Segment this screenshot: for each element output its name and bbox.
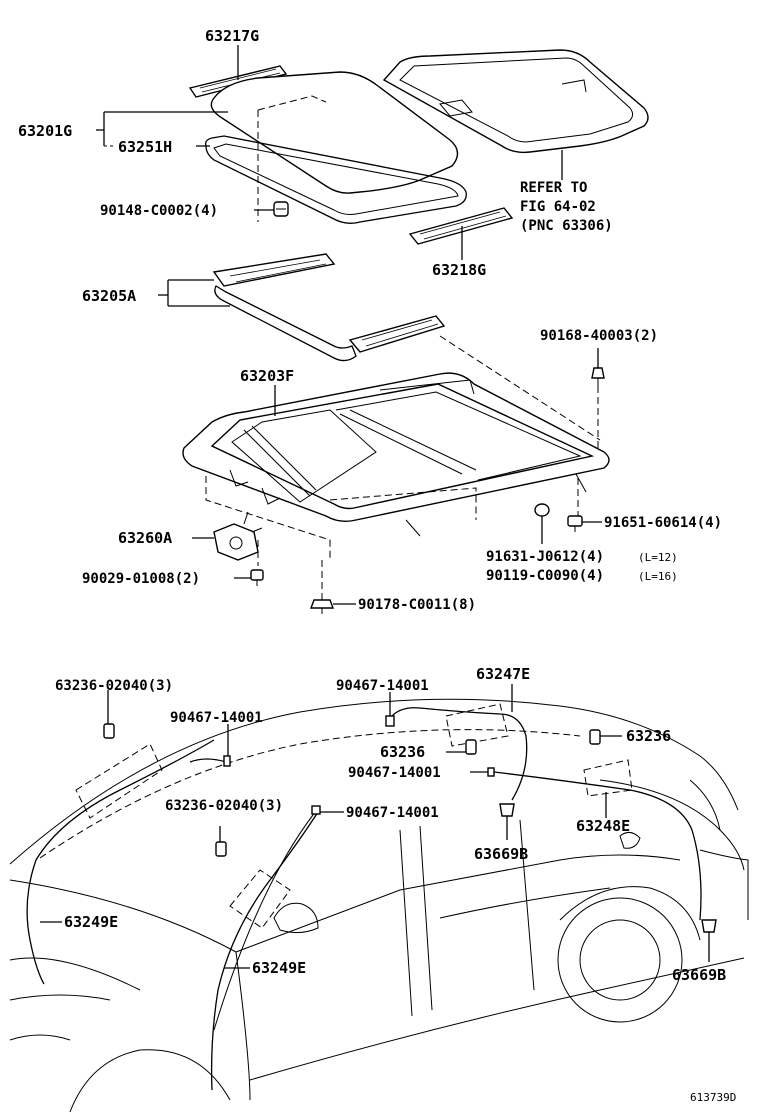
label-63205a: 63205A bbox=[82, 287, 136, 305]
label-90119: 90119-C0090(4) bbox=[486, 568, 604, 584]
dash-frame-right bbox=[329, 487, 477, 520]
part-63236-clip-front-right bbox=[215, 841, 227, 857]
label-90148: 90148-C0002(4) bbox=[100, 203, 218, 219]
part-63236-clip-mid bbox=[465, 739, 477, 755]
part-90168-clip bbox=[591, 367, 605, 386]
part-91631-bolt bbox=[534, 503, 550, 517]
label-90168: 90168-40003(2) bbox=[540, 328, 658, 344]
part-90467-clamp-left bbox=[189, 755, 231, 767]
label-63201g: 63201G bbox=[18, 122, 72, 140]
part-90178-nut bbox=[309, 599, 335, 614]
label-63260a: 63260A bbox=[118, 529, 172, 547]
label-refer-to: REFER TO bbox=[520, 180, 587, 196]
part-63260a-motor bbox=[213, 511, 263, 561]
label-90467-d: 90467-14001 bbox=[346, 805, 439, 821]
part-63218g-strip bbox=[408, 207, 514, 245]
dash-frame-bottom bbox=[205, 476, 331, 560]
label-91631: 91631-J0612(4) bbox=[486, 549, 604, 565]
leader-63201g-63251h bbox=[96, 111, 228, 147]
label-63669b-a: 63669B bbox=[474, 845, 528, 863]
dash-frame-guide bbox=[439, 335, 601, 441]
part-63205a-drip-channel bbox=[212, 253, 446, 362]
label-63669b-b: 63669B bbox=[672, 966, 726, 984]
label-63217g: 63217G bbox=[205, 27, 259, 45]
part-91651-bolt bbox=[567, 515, 583, 532]
part-90467-clamp-top bbox=[385, 715, 395, 727]
note-90119-length: (L=16) bbox=[638, 570, 678, 583]
label-90467-c: 90467-14001 bbox=[348, 765, 441, 781]
part-90467-clamp-mid bbox=[487, 767, 495, 777]
label-63203f: 63203F bbox=[240, 367, 294, 385]
note-91631-length: (L=12) bbox=[638, 551, 678, 564]
car-body-outline bbox=[9, 698, 749, 1112]
leader-63205a bbox=[158, 279, 230, 307]
part-63669b-grommet-rear bbox=[701, 919, 717, 933]
label-63248e: 63248E bbox=[576, 817, 630, 835]
label-63251h: 63251H bbox=[118, 138, 172, 156]
label-91651: 91651-60614(4) bbox=[604, 515, 722, 531]
label-63236-b: 63236 bbox=[626, 727, 671, 745]
label-90467-b: 90467-14001 bbox=[170, 710, 263, 726]
part-63249e-front-hose-right bbox=[210, 811, 319, 1091]
part-63251h-weatherstrip bbox=[204, 135, 467, 224]
part-63201g-glass-panel bbox=[210, 71, 459, 222]
label-63249e-b: 63249E bbox=[252, 959, 306, 977]
label-63236-c: 63236 bbox=[380, 743, 425, 761]
part-63236-clip-rear bbox=[589, 729, 601, 745]
label-refer-pnc: (PNC 63306) bbox=[520, 218, 613, 234]
part-90467-clamp-front-right bbox=[311, 805, 321, 815]
part-63247e-rear-hose bbox=[389, 703, 528, 801]
part-90148-screw bbox=[273, 201, 289, 217]
label-63247e: 63247E bbox=[476, 665, 530, 683]
label-63218g: 63218G bbox=[432, 261, 486, 279]
label-63236-02040-a: 63236-02040(3) bbox=[55, 678, 173, 694]
label-90467-a: 90467-14001 bbox=[336, 678, 429, 694]
figure-id: 613739D bbox=[690, 1091, 736, 1104]
label-refer-fig: FIG 64-02 bbox=[520, 199, 596, 215]
label-63249e-a: 63249E bbox=[64, 913, 118, 931]
part-sunshade-assembly bbox=[382, 49, 649, 154]
part-90029-bolt bbox=[250, 569, 264, 586]
part-63669b-grommet-mid bbox=[499, 803, 515, 817]
part-63249e-front-hose-left bbox=[26, 739, 215, 985]
label-63236-02040-d: 63236-02040(3) bbox=[165, 798, 283, 814]
part-63236-clip-front-left bbox=[103, 723, 115, 739]
label-90178: 90178-C0011(8) bbox=[358, 597, 476, 613]
part-63203f-housing-frame bbox=[182, 372, 610, 537]
part-63248e-rear-hose bbox=[493, 759, 702, 921]
label-90029: 90029-01008(2) bbox=[82, 571, 200, 587]
